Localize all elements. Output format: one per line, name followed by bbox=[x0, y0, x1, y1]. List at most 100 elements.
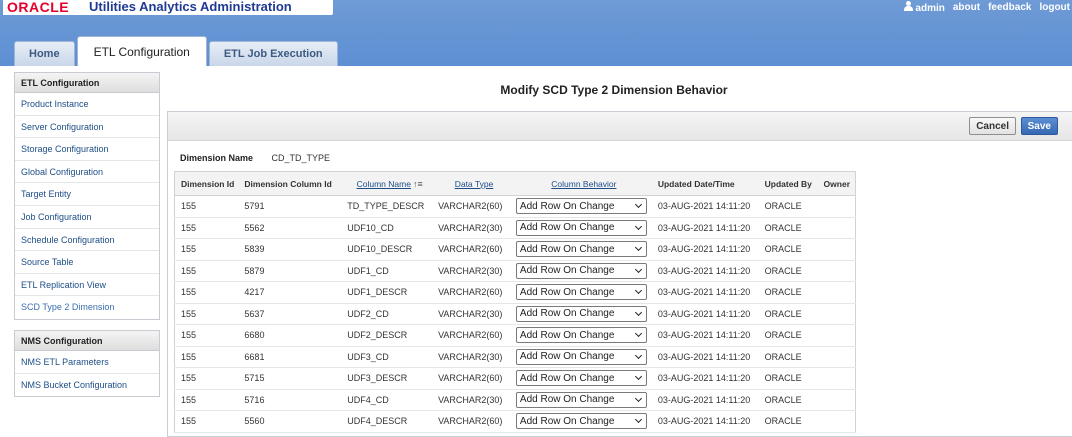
admin-link[interactable]: admin bbox=[904, 0, 945, 14]
column-behavior-select[interactable]: Add Row On Change bbox=[515, 262, 647, 279]
column-name-cell: UDF3_DESCR bbox=[341, 367, 433, 390]
updated-by-cell: ORACLE bbox=[758, 410, 818, 433]
column-behavior-cell: Add Row On Change bbox=[509, 217, 652, 239]
updated-date-time-cell: 03-AUG-2021 14:11:20 bbox=[651, 324, 759, 347]
data-type-cell: VARCHAR2(30) bbox=[432, 346, 510, 368]
sidebar-item-scd-type-2-dimension[interactable]: SCD Type 2 Dimension bbox=[21, 302, 115, 313]
column-behavior-select[interactable]: Add Row On Change bbox=[515, 305, 647, 322]
chevron-down-icon[interactable] bbox=[635, 202, 643, 210]
column-behavior-select[interactable]: Add Row On Change bbox=[515, 391, 647, 408]
column-behavior-value: Add Row On Change bbox=[519, 394, 615, 406]
sidebar-item-global-configuration[interactable]: Global Configuration bbox=[15, 161, 159, 184]
column-behavior-select[interactable]: Add Row On Change bbox=[515, 198, 647, 215]
tab-etl-job-execution[interactable]: ETL Job Execution bbox=[208, 41, 338, 66]
column-behavior-value: Add Row On Change bbox=[519, 351, 615, 363]
user-icon bbox=[904, 0, 914, 11]
updated-date-time-cell: 03-AUG-2021 14:11:20 bbox=[651, 217, 759, 239]
updated-by-cell: ORACLE bbox=[758, 389, 818, 411]
column-behavior-select[interactable]: Add Row On Change bbox=[515, 413, 647, 430]
data-type-cell: VARCHAR2(60) bbox=[432, 195, 510, 218]
column-behavior-select[interactable]: Add Row On Change bbox=[515, 241, 647, 258]
chevron-down-icon[interactable] bbox=[635, 288, 643, 296]
chevron-down-icon[interactable] bbox=[635, 267, 643, 275]
col-header-column-behavior[interactable]: Column Behavior bbox=[509, 171, 652, 196]
column-behavior-cell: Add Row On Change bbox=[509, 346, 652, 368]
sidebar-item-etl-replication-view[interactable]: ETL Replication View bbox=[15, 274, 159, 297]
column-name-cell: TD_TYPE_DESCR bbox=[341, 195, 433, 218]
chevron-down-icon[interactable] bbox=[635, 224, 643, 232]
tab-etl-configuration[interactable]: ETL Configuration bbox=[76, 36, 207, 66]
col-header-data-type[interactable]: Data Type bbox=[432, 171, 510, 196]
sidebar-group-nms: NMS Configuration NMS ETL Parameters NMS… bbox=[14, 329, 160, 398]
data-type-cell: VARCHAR2(60) bbox=[432, 410, 510, 433]
chevron-down-icon[interactable] bbox=[635, 310, 643, 318]
data-type-cell: VARCHAR2(60) bbox=[432, 238, 510, 261]
sort-ascending-icon[interactable]: ↑≡ bbox=[412, 178, 423, 189]
column-behavior-cell: Add Row On Change bbox=[509, 195, 652, 218]
dimension-column-id-cell: 6681 bbox=[238, 346, 342, 368]
column-name-cell: UDF10_DESCR bbox=[341, 238, 433, 261]
column-behavior-cell: Add Row On Change bbox=[509, 303, 652, 325]
updated-by-cell: ORACLE bbox=[758, 324, 818, 347]
owner-cell bbox=[817, 389, 856, 411]
chevron-down-icon[interactable] bbox=[635, 331, 643, 339]
sidebar-item-schedule-configuration[interactable]: Schedule Configuration bbox=[15, 229, 159, 252]
chevron-down-icon[interactable] bbox=[635, 245, 643, 253]
dimension-name-value: CD_TD_TYPE bbox=[271, 153, 331, 163]
owner-cell bbox=[817, 260, 856, 282]
col-header-column-name[interactable]: Column Name↑≡ bbox=[341, 171, 433, 196]
chevron-down-icon[interactable] bbox=[635, 353, 643, 361]
owner-cell bbox=[817, 281, 856, 304]
page-title: Modify SCD Type 2 Dimension Behavior bbox=[500, 83, 728, 97]
updated-by-cell: ORACLE bbox=[758, 195, 818, 218]
col-header-dimension-column-id: Dimension Column Id bbox=[238, 171, 342, 196]
column-behavior-cell: Add Row On Change bbox=[509, 324, 652, 347]
feedback-link[interactable]: feedback bbox=[988, 1, 1032, 13]
dimension-column-id-cell: 5716 bbox=[238, 389, 342, 411]
updated-date-time-cell: 03-AUG-2021 14:11:20 bbox=[651, 281, 759, 304]
column-behavior-cell: Add Row On Change bbox=[509, 281, 652, 304]
sidebar-item-product-instance[interactable]: Product Instance bbox=[15, 93, 159, 116]
sidebar-item-job-configuration[interactable]: Job Configuration bbox=[15, 206, 159, 229]
sidebar-item-storage-configuration[interactable]: Storage Configuration bbox=[15, 138, 159, 161]
column-behavior-select[interactable]: Add Row On Change bbox=[515, 348, 647, 365]
dimension-id-cell: 155 bbox=[174, 281, 239, 304]
chevron-down-icon[interactable] bbox=[635, 396, 643, 404]
cancel-button[interactable]: Cancel bbox=[969, 117, 1016, 135]
logout-link[interactable]: logout bbox=[1039, 1, 1070, 13]
tab-home[interactable]: Home bbox=[14, 41, 75, 66]
dimension-id-cell: 155 bbox=[174, 367, 239, 390]
data-type-cell: VARCHAR2(30) bbox=[432, 260, 510, 282]
chevron-down-icon[interactable] bbox=[635, 374, 643, 382]
column-behavior-select[interactable]: Add Row On Change bbox=[515, 327, 647, 344]
data-type-cell: VARCHAR2(30) bbox=[432, 303, 510, 325]
sidebar-group-title: ETL Configuration bbox=[15, 73, 159, 93]
column-behavior-select[interactable]: Add Row On Change bbox=[515, 219, 647, 236]
sidebar-item-nms-bucket-configuration[interactable]: NMS Bucket Configuration bbox=[21, 379, 128, 390]
column-behavior-value: Add Row On Change bbox=[519, 286, 615, 298]
column-behavior-value: Add Row On Change bbox=[519, 308, 615, 320]
about-link[interactable]: about bbox=[952, 1, 981, 13]
save-button[interactable]: Save bbox=[1020, 117, 1058, 135]
column-behavior-cell: Add Row On Change bbox=[509, 260, 652, 282]
dimension-id-cell: 155 bbox=[174, 217, 239, 239]
sidebar-item-nms-etl-parameters[interactable]: NMS ETL Parameters bbox=[15, 351, 159, 374]
column-behavior-select[interactable]: Add Row On Change bbox=[515, 284, 647, 301]
dimension-column-id-cell: 5839 bbox=[238, 238, 342, 261]
owner-cell bbox=[817, 217, 856, 239]
chevron-down-icon[interactable] bbox=[635, 417, 643, 425]
sidebar-item-target-entity[interactable]: Target Entity bbox=[15, 183, 159, 206]
data-type-cell: VARCHAR2(30) bbox=[432, 217, 510, 239]
sidebar-item-server-configuration[interactable]: Server Configuration bbox=[15, 116, 159, 139]
dimension-name: Dimension Name CD_TD_TYPE bbox=[180, 153, 330, 163]
column-behavior-cell: Add Row On Change bbox=[509, 367, 652, 390]
sidebar-item-source-table[interactable]: Source Table bbox=[15, 251, 159, 274]
column-behavior-value: Add Row On Change bbox=[519, 200, 615, 212]
dimension-column-id-cell: 5791 bbox=[238, 195, 342, 218]
column-behavior-value: Add Row On Change bbox=[519, 243, 615, 255]
column-behavior-select[interactable]: Add Row On Change bbox=[515, 370, 647, 387]
owner-cell bbox=[817, 195, 856, 218]
dimension-column-id-cell: 5560 bbox=[238, 410, 342, 433]
